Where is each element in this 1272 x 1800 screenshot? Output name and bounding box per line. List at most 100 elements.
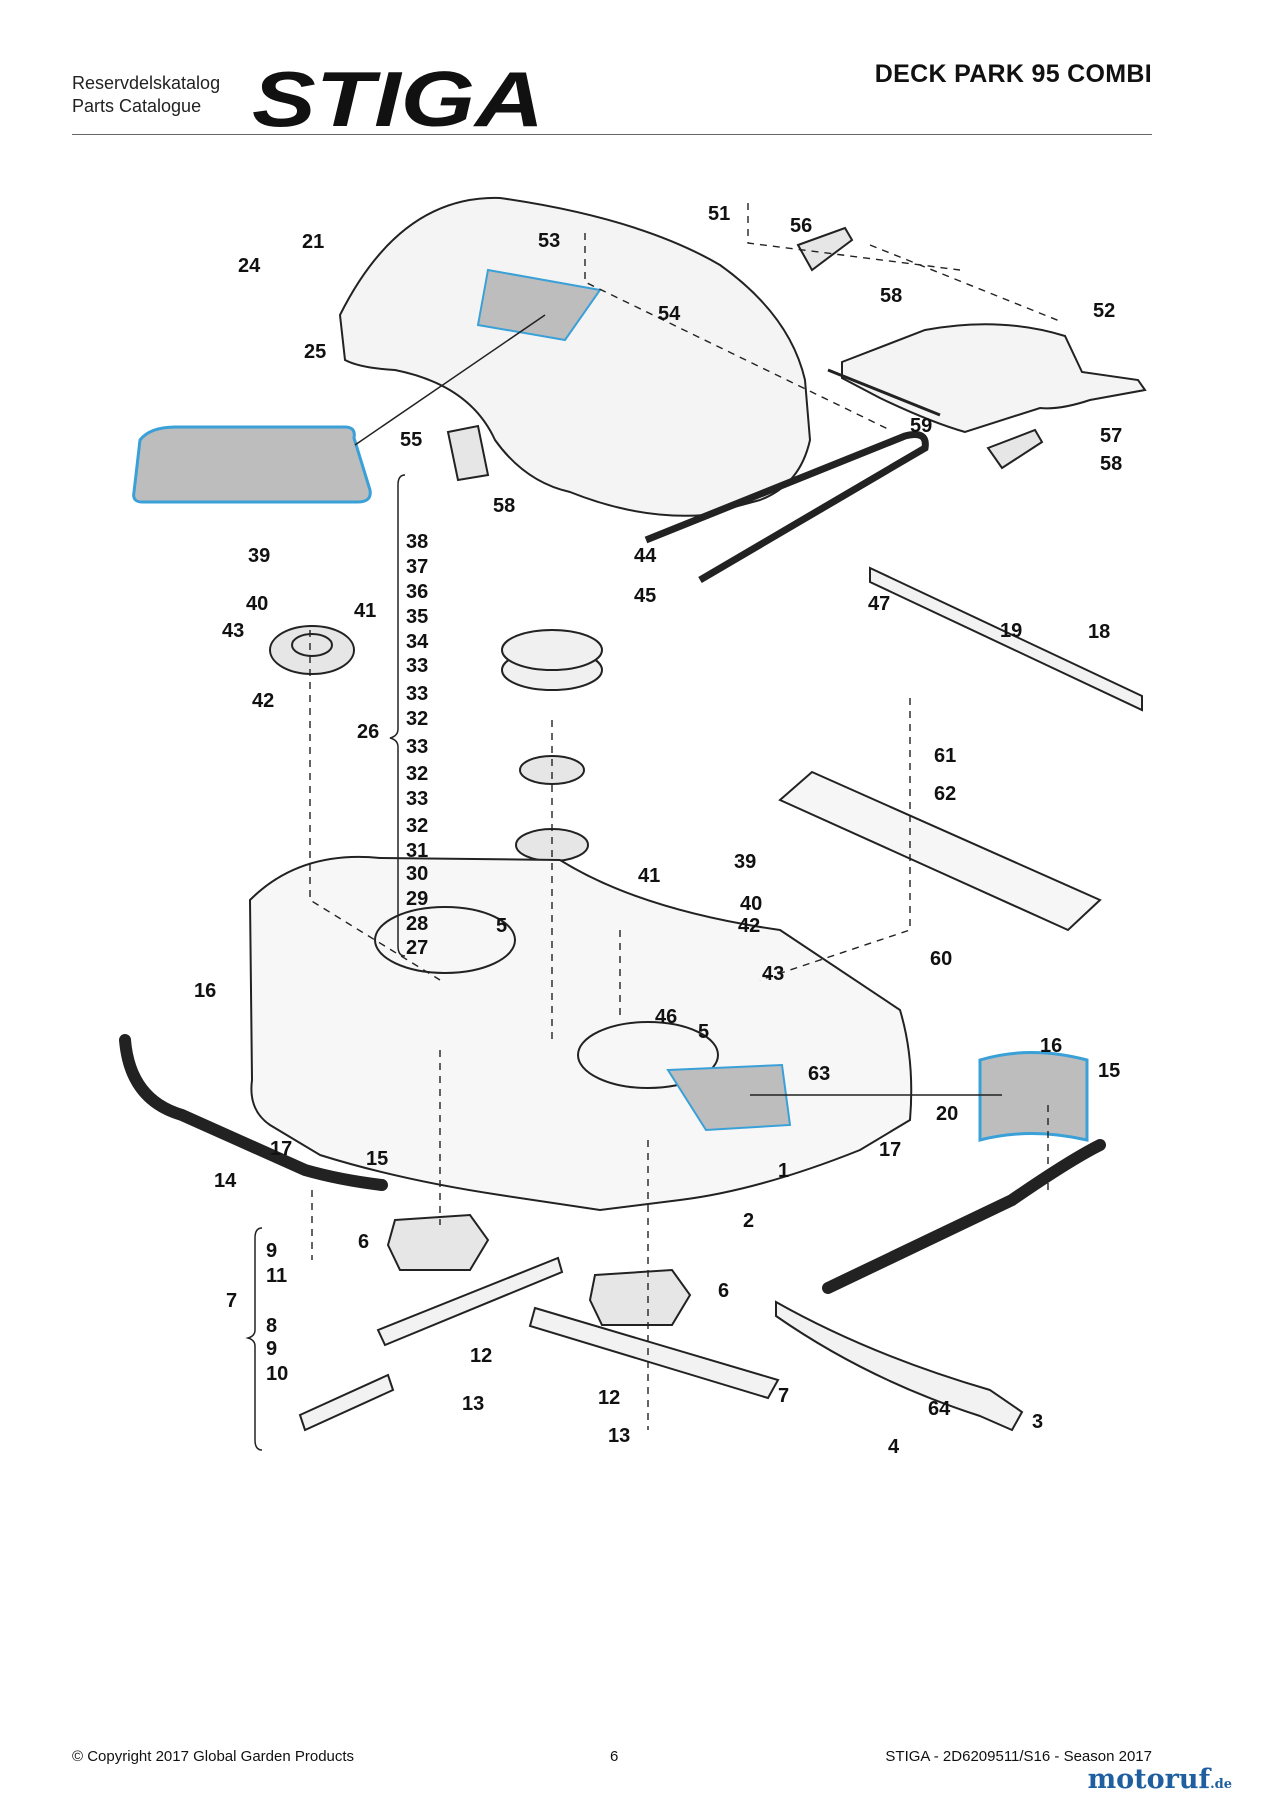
decal-cover (132, 425, 372, 504)
callout: 7 (778, 1385, 789, 1407)
front-rail-64 (822, 1139, 1106, 1294)
callout: 33 (406, 788, 428, 810)
callout: 33 (406, 736, 428, 758)
callout: 56 (790, 215, 812, 237)
callout: 64 (928, 1398, 951, 1420)
header-rule (72, 134, 1152, 135)
callout: 36 (406, 581, 428, 603)
callout: 8 (266, 1315, 277, 1337)
gear-upper (519, 755, 585, 785)
group-bracket-26 (389, 474, 406, 957)
callout: 12 (470, 1345, 492, 1367)
callout: 40 (246, 593, 268, 615)
callout: 61 (934, 745, 956, 767)
callout: 58 (493, 495, 515, 517)
callout: 46 (655, 1006, 677, 1028)
callout: 20 (936, 1103, 958, 1125)
callout: 16 (194, 980, 216, 1002)
callout: 19 (1000, 620, 1022, 642)
callout: 43 (762, 963, 784, 985)
callout: 45 (634, 585, 656, 607)
catalog-label-english: Parts Catalogue (72, 96, 202, 116)
callout: 9 (266, 1338, 277, 1360)
callout: 17 (270, 1138, 292, 1160)
callout: 58 (880, 285, 902, 307)
baffle-60 (778, 770, 1102, 932)
callout: 15 (1098, 1060, 1120, 1082)
spindle-hole-left (374, 906, 516, 974)
callout: 47 (868, 593, 890, 615)
catalog-label-swedish: Reservdelskatalog (72, 73, 221, 93)
callout: 24 (238, 255, 261, 277)
callout: 6 (718, 1280, 729, 1302)
callout: 1 (778, 1160, 789, 1182)
callout: 57 (1100, 425, 1122, 447)
callout: 5 (698, 1021, 709, 1043)
callout: 13 (608, 1425, 630, 1447)
cover-decal-window (476, 268, 602, 342)
callout-labels: 1 2 3 4 5 5 6 6 7 7 8 9 9 10 11 12 12 13… (194, 203, 1122, 1458)
callout: 44 (634, 545, 657, 567)
callout: 43 (222, 620, 244, 642)
callout: 21 (302, 231, 324, 253)
site-watermark: motoruf.de (1088, 1764, 1232, 1795)
spindle-left (386, 1213, 490, 1271)
callout: 9 (266, 1240, 277, 1262)
cutting-deck (248, 855, 913, 1212)
callout: 3 (1032, 1411, 1043, 1433)
drive-belt (644, 431, 929, 584)
stiga-logo: STIGA (252, 60, 544, 136)
callout: 26 (357, 721, 379, 743)
callout: 2 (743, 1210, 754, 1232)
callout: 16 (1040, 1035, 1062, 1057)
guard-plate (841, 323, 1147, 434)
callout: 42 (738, 915, 760, 937)
callout: 31 (406, 840, 428, 862)
clip-lower (986, 428, 1044, 470)
callout: 5 (496, 915, 507, 937)
callout: 11 (266, 1265, 287, 1287)
callout: 39 (734, 851, 756, 873)
callout: 33 (406, 683, 428, 705)
callout: 38 (406, 531, 428, 553)
callout: 17 (879, 1139, 901, 1161)
page-footer: © Copyright 2017 Global Garden Products … (72, 1748, 1152, 1772)
watermark-name: motoruf (1087, 1764, 1211, 1795)
diagram-artwork (119, 196, 1147, 1432)
callout: 58 (1100, 453, 1122, 475)
callout: 27 (406, 937, 428, 959)
callout: 12 (598, 1387, 620, 1409)
callout: 30 (406, 863, 428, 885)
callout: 63 (808, 1063, 830, 1085)
callout: 54 (658, 303, 681, 325)
callout: 51 (708, 203, 730, 225)
copyright-notice: © Copyright 2017 Global Garden Products (72, 1748, 355, 1765)
callout: 6 (358, 1231, 369, 1253)
page-number: 6 (610, 1748, 619, 1765)
drive-pulley-top (501, 629, 603, 671)
callout: 39 (248, 545, 270, 567)
callout: 18 (1088, 621, 1110, 643)
page-header: Reservdelskatalog Parts Catalogue STIGA … (72, 52, 1152, 138)
group-brackets (245, 474, 406, 1451)
callout: 40 (740, 893, 762, 915)
callout: 55 (400, 429, 422, 451)
catalog-label: Reservdelskatalog Parts Catalogue (72, 72, 220, 118)
spindle-hole-right (577, 1021, 719, 1089)
callout: 35 (406, 606, 428, 628)
callout: 62 (934, 783, 956, 805)
pulley-left-hub (291, 633, 333, 657)
exploded-parts-diagram: 1 2 3 4 5 5 6 6 7 7 8 9 9 10 11 12 12 13… (119, 196, 1147, 1458)
bracket-19 (869, 566, 1143, 712)
stiga-logo-wordmark: STIGA (252, 60, 544, 136)
front-rail-14 (119, 1034, 388, 1191)
rod-59 (827, 368, 941, 417)
callout: 32 (406, 815, 428, 837)
callout: 42 (252, 690, 274, 712)
callout: 33 (406, 655, 428, 677)
spindle-right (588, 1268, 692, 1326)
callout: 7 (226, 1290, 237, 1312)
group-bracket-7 (245, 1227, 263, 1451)
callout: 59 (910, 415, 932, 437)
callout: 60 (930, 948, 952, 970)
